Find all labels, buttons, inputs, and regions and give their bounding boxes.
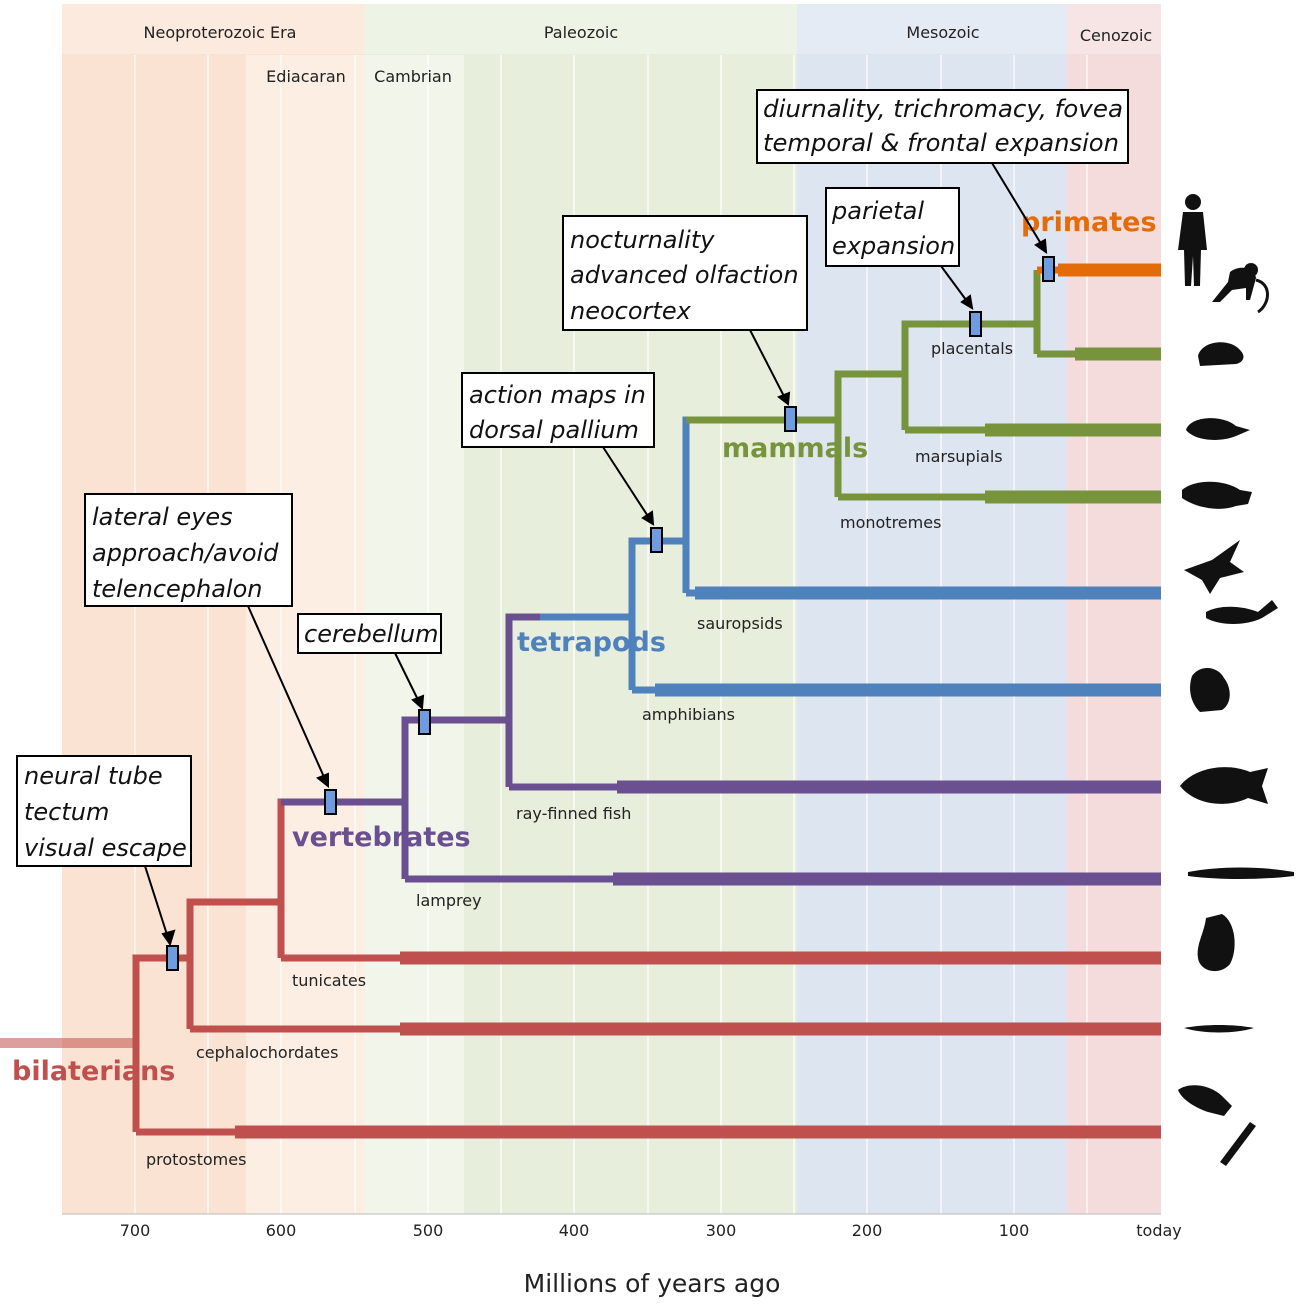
era-header-strip — [62, 4, 1161, 54]
era-label-neoproterozoic: Neoproterozoic Era — [144, 23, 297, 42]
callout-line: lateral eyes — [92, 503, 233, 531]
tick-label: 600 — [266, 1221, 297, 1240]
tick-label: 200 — [852, 1221, 883, 1240]
callout-line: telencephalon — [92, 575, 263, 603]
clade-label-vertebrates: vertebrates — [292, 822, 471, 853]
axis-title: Millions of years ago — [524, 1269, 781, 1298]
bird-lizard-silhouette-icon — [1184, 540, 1278, 624]
lancelet-silhouette-icon — [1184, 1025, 1254, 1033]
era-band-cenozoic — [1067, 4, 1161, 1214]
human-monkey-silhouette-icon — [1178, 194, 1269, 314]
callout-line: neocortex — [570, 297, 692, 325]
callout-nocturnality: nocturnality advanced olfaction neocorte… — [562, 215, 808, 331]
period-label-cambrian: Cambrian — [374, 67, 452, 86]
leaf-label-marsupials: marsupials — [915, 447, 1003, 466]
callout-line: dorsal pallium — [469, 416, 639, 444]
callout-line: expansion — [832, 232, 955, 260]
callout-neural-tube: neural tube tectum visual escape — [16, 755, 192, 867]
leaf-label-ray-finned-fish: ray-finned fish — [516, 804, 631, 823]
clade-label-tetrapods: tetrapods — [517, 627, 666, 658]
callout-action-maps: action maps in dorsal pallium — [461, 372, 655, 448]
callout-line: action maps in — [469, 381, 646, 409]
tick-label: 700 — [120, 1221, 151, 1240]
branch-tetrapods — [540, 416, 1161, 697]
insect-silhouette-icon — [1178, 1085, 1256, 1166]
platypus-silhouette-icon — [1182, 481, 1252, 509]
callout-line: cerebellum — [304, 620, 439, 648]
time-axis: 700 600 500 400 300 200 100 today Millio… — [62, 1213, 1182, 1298]
leaf-label-tunicates: tunicates — [292, 971, 366, 990]
branch-mammals — [686, 270, 1161, 504]
callout-line: tectum — [24, 798, 109, 826]
leaf-label-protostomes: protostomes — [146, 1150, 246, 1169]
clade-label-bilaterians: bilaterians — [12, 1056, 175, 1087]
tick-label: today — [1136, 1221, 1182, 1240]
silhouettes — [1178, 194, 1294, 1166]
leaf-label-cephalochordates: cephalochordates — [196, 1043, 338, 1062]
clade-label-mammals: mammals — [722, 433, 868, 464]
callout-arrows — [144, 162, 1048, 947]
callout-line: neural tube — [24, 762, 163, 790]
marker-cerebellum — [418, 709, 431, 735]
callout-parietal: parietal expansion — [825, 187, 960, 267]
era-label-paleozoic: Paleozoic — [544, 23, 618, 42]
period-label-ediacaran: Ediacaran — [266, 67, 346, 86]
callout-cerebellum: cerebellum — [297, 613, 442, 654]
era-label-mesozoic: Mesozoic — [906, 23, 979, 42]
callout-line: parietal — [831, 197, 924, 225]
innovation-markers — [166, 256, 1055, 971]
marker-action-maps — [650, 527, 663, 553]
marker-parietal — [969, 311, 982, 337]
callout-line: nocturnality — [570, 226, 715, 254]
callout-line: approach/avoid — [92, 539, 279, 567]
era-label-cenozoic: Cenozoic — [1080, 26, 1152, 45]
tick-label: 300 — [706, 1221, 737, 1240]
lamprey-silhouette-icon — [1188, 867, 1294, 879]
callout-boxes: neural tube tectum visual escape lateral… — [16, 89, 1129, 867]
leaf-label-sauropsids: sauropsids — [697, 614, 783, 633]
leaf-label-amphibians: amphibians — [642, 705, 735, 724]
tunicate-silhouette-icon — [1197, 914, 1235, 972]
leaf-label-monotremes: monotremes — [840, 513, 941, 532]
leaf-label-lamprey: lamprey — [416, 891, 482, 910]
callout-diurnality: diurnality, trichromacy, fovea temporal … — [756, 89, 1129, 164]
opossum-silhouette-icon — [1186, 418, 1250, 440]
marker-diurnality — [1042, 256, 1055, 282]
leaf-label-placentals: placentals — [931, 339, 1013, 358]
callout-line: temporal & frontal expansion — [763, 129, 1119, 157]
rodent-silhouette-icon — [1198, 342, 1244, 366]
tree-branches — [0, 263, 1161, 1139]
callout-lateral-eyes: lateral eyes approach/avoid telencephalo… — [84, 493, 293, 607]
marker-neural-tube — [166, 945, 179, 971]
era-bands — [62, 4, 1161, 1214]
fish-silhouette-icon — [1180, 767, 1268, 804]
frog-silhouette-icon — [1190, 667, 1230, 712]
tick-label: 500 — [413, 1221, 444, 1240]
branch-vertebrates — [281, 613, 1161, 886]
callout-line: visual escape — [24, 834, 187, 862]
clade-label-primates: primates — [1021, 207, 1157, 238]
callout-line: diurnality, trichromacy, fovea — [763, 95, 1123, 123]
callout-line: advanced olfaction — [570, 261, 799, 289]
tick-label: 100 — [999, 1221, 1030, 1240]
tick-label: 400 — [559, 1221, 590, 1240]
marker-lateral-eyes — [324, 789, 337, 815]
marker-nocturnality — [784, 406, 797, 432]
